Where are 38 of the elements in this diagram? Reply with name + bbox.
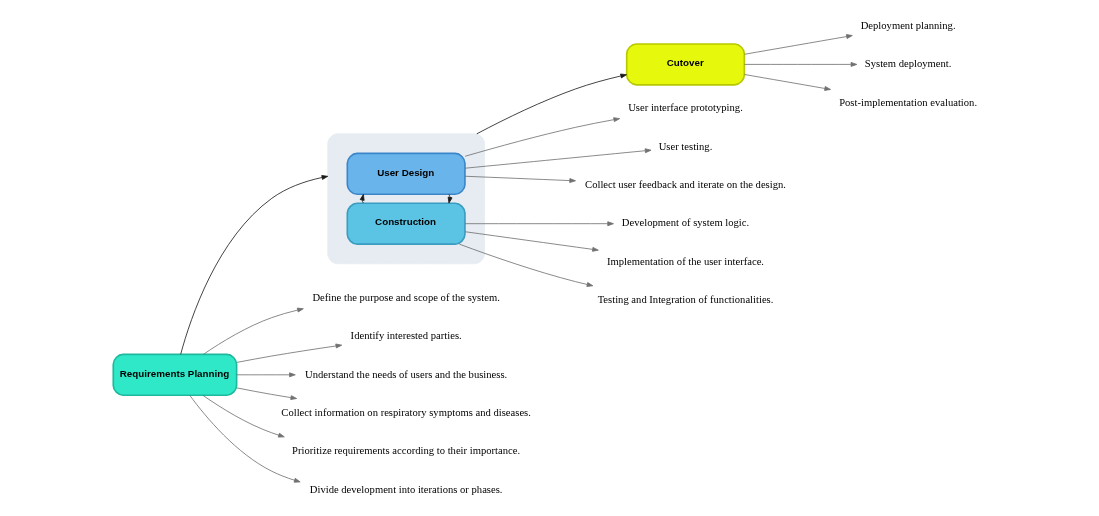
arrow — [464, 175, 576, 183]
arrow — [476, 73, 627, 135]
arrow — [203, 307, 304, 355]
node-text: Deployment planning. — [860, 19, 956, 31]
node-text: Identify interested parties. — [350, 330, 462, 342]
arrow — [359, 194, 365, 204]
node-text: Collect user feedback and iterate on the design. — [585, 179, 786, 191]
arrow — [236, 372, 296, 378]
node-text: Define the purpose and scope of the system. — [312, 291, 500, 303]
cluster — [327, 133, 485, 265]
arrow — [459, 243, 594, 287]
node-text: Post-implementation evaluation. — [839, 96, 978, 108]
arrow — [447, 194, 453, 204]
arrow — [464, 221, 614, 227]
node-box: Cutover — [625, 43, 746, 86]
node-text: System deployment. — [864, 58, 952, 70]
node-text: Development of system logic. — [621, 217, 750, 229]
arrow — [180, 175, 329, 355]
node-box: Construction — [346, 202, 466, 245]
node-text: Implementation of the user interface. — [607, 255, 765, 267]
arrow — [744, 74, 831, 91]
arrow — [464, 148, 652, 169]
arrow — [464, 231, 599, 252]
node-text: User interface prototyping. — [628, 102, 743, 114]
node-text: User testing. — [658, 140, 713, 152]
node-box: Requirements Planning — [112, 353, 238, 397]
node-text: Understand the needs of users and the business. — [305, 368, 508, 380]
arrow — [464, 117, 621, 157]
arrow — [236, 387, 298, 400]
arrow — [202, 394, 285, 438]
node-text: Prioritize requirements according to their importance. — [292, 445, 521, 457]
node-text: Testing and Integration of functionalities. — [597, 294, 774, 306]
arrow — [236, 343, 343, 363]
node-text: Collect information on respiratory symptoms and diseases. — [281, 406, 531, 418]
arrow — [744, 34, 853, 55]
arrow — [189, 394, 301, 483]
arrow — [744, 62, 858, 67]
node-text: Divide development into iterations or phases. — [309, 483, 503, 495]
